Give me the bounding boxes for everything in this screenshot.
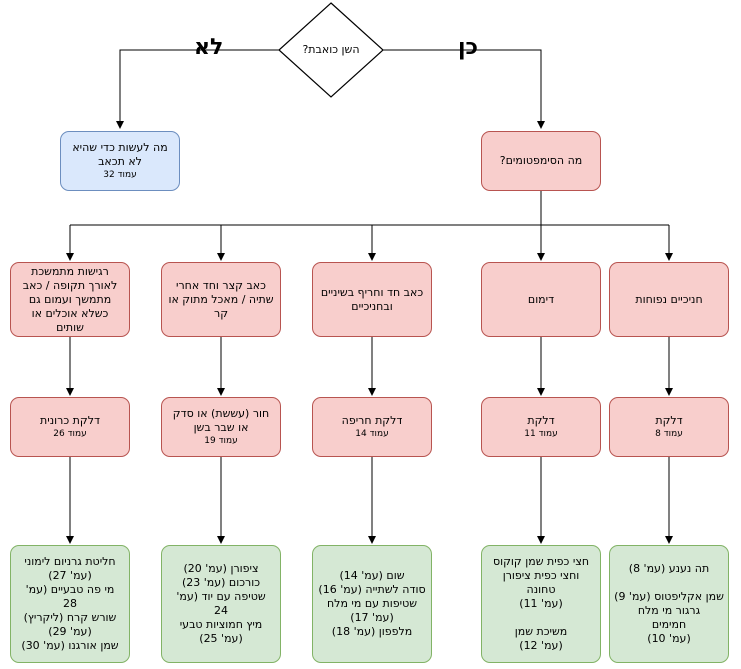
diagnosis-box: דלקת חריפה עמוד 14 <box>312 397 432 457</box>
diagnosis-page: עמוד 14 <box>355 429 389 439</box>
no-branch-label: לא <box>194 35 224 60</box>
remedies-box: שום (עמ' 14) סודה לשתייה (עמ' 16) שטיפות… <box>312 545 432 663</box>
diagnosis-page: עמוד 8 <box>655 429 683 439</box>
diagnosis-box: דלקת עמוד 11 <box>481 397 601 457</box>
remedies-text: שום (עמ' 14) סודה לשתייה (עמ' 16) שטיפות… <box>318 569 426 638</box>
remedies-text: חצי כפית שמן קוקוס וחצי כפית ציפורן טחונ… <box>492 555 590 652</box>
diagnosis-text: דלקת כרונית <box>40 414 100 427</box>
decision-diamond <box>278 2 384 98</box>
no-connector <box>116 49 279 129</box>
symptom-box: דימום <box>481 262 601 337</box>
symptom-box: רגישות מתמשכת לאורך תקופה / כאב מתמשך וע… <box>10 262 130 337</box>
yes-branch-label: כן <box>458 35 479 60</box>
decision-label: השן כואבת? <box>302 43 360 56</box>
symptom-box: כאב קצר וחד אחרי שתיה / מאכל מתוק או קר <box>161 262 281 337</box>
diagnosis-box: דלקת עמוד 8 <box>609 397 729 457</box>
symptoms-box: מה הסימפטומים? <box>481 131 601 191</box>
no-pain-page: עמוד 32 <box>103 170 137 180</box>
symptom-text: דימום <box>527 292 555 306</box>
yes-connector <box>383 49 545 129</box>
remedies-box: חצי כפית שמן קוקוס וחצי כפית ציפורן טחונ… <box>481 545 601 663</box>
remedies-box: ציפורן (עמ' 20) כורכום (עמ' 23) שטיפה עם… <box>161 545 281 663</box>
diagnosis-page: עמוד 11 <box>524 429 558 439</box>
diagnosis-text: דלקת חריפה <box>341 414 403 427</box>
diagnosis-page: עמוד 19 <box>204 436 238 446</box>
diagnosis-page: עמוד 26 <box>53 429 87 439</box>
remedies-text: תה נענע (עמ' 8) שמן אקליפטוס (עמ' 9) גרג… <box>614 562 724 645</box>
remedies-text: ציפורן (עמ' 20) כורכום (עמ' 23) שטיפה עם… <box>176 562 266 645</box>
remedies-text: חליטת גרניום לימוני (עמ' 27) מי פה טבעיי… <box>21 555 119 652</box>
no-pain-box: מה לעשות כדי שהיא לא תכאב עמוד 32 <box>60 131 180 191</box>
remedies-box: תה נענע (עמ' 8) שמן אקליפטוס (עמ' 9) גרג… <box>609 545 729 663</box>
symptom-box: חניכיים נפוחות <box>609 262 729 337</box>
remedies-box: חליטת גרניום לימוני (עמ' 27) מי פה טבעיי… <box>10 545 130 663</box>
diagnosis-text: דלקת <box>527 414 555 427</box>
symptoms-title: מה הסימפטומים? <box>499 154 583 167</box>
symptom-text: כאב קצר וחד אחרי שתיה / מאכל מתוק או קר <box>168 278 274 320</box>
symptom-text: כאב חד וחריף בשיניים ובחניכיים <box>320 285 424 313</box>
no-pain-title: מה לעשות כדי שהיא לא תכאב <box>72 141 168 168</box>
diagnosis-text: חור (עששת) או סדק או שבר בשן <box>172 407 270 434</box>
diagnosis-box: חור (עששת) או סדק או שבר בשן עמוד 19 <box>161 397 281 457</box>
symptom-box: כאב חד וחריף בשיניים ובחניכיים <box>312 262 432 337</box>
diagnosis-box: דלקת כרונית עמוד 26 <box>10 397 130 457</box>
split-connector <box>70 191 669 226</box>
symptom-text: רגישות מתמשכת לאורך תקופה / כאב מתמשך וע… <box>22 264 118 334</box>
symptom-text: חניכיים נפוחות <box>635 292 703 306</box>
diagnosis-text: דלקת <box>655 414 683 427</box>
